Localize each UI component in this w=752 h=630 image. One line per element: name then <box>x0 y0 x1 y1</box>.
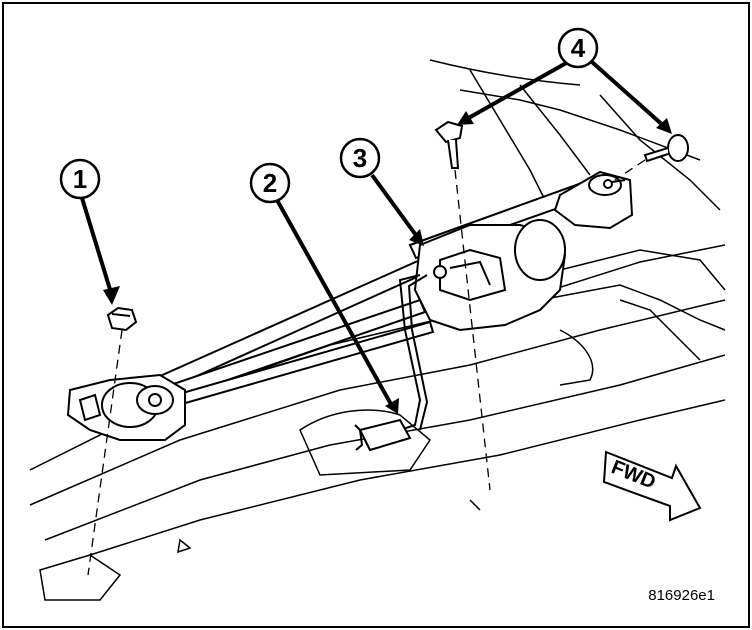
callout-1: 1 <box>59 158 101 200</box>
bolt-right-callout-4 <box>643 134 689 163</box>
bolt-left-callout-4 <box>434 120 464 169</box>
nut-callout-1 <box>106 306 138 332</box>
callout-circle <box>339 137 381 179</box>
wiring-connector <box>354 274 429 452</box>
callout-leaders <box>80 60 668 407</box>
wiper-motor <box>413 219 567 332</box>
callout-3: 3 <box>339 137 381 179</box>
left-wiper-pivot <box>66 373 186 441</box>
callout-label: 3 <box>353 143 367 173</box>
callout-circle <box>557 27 599 69</box>
callout-label: 4 <box>571 33 586 63</box>
callout-label: 1 <box>73 164 87 194</box>
fwd-arrow-icon <box>602 450 702 522</box>
callout-arrowheads <box>103 111 672 414</box>
callout-2: 2 <box>249 162 291 204</box>
forward-direction-arrow: FWD <box>602 450 702 522</box>
callout-label: 2 <box>263 168 277 198</box>
callout-4: 4 <box>557 27 599 69</box>
callout-circle <box>249 162 291 204</box>
install-center-lines <box>87 159 646 576</box>
callout-circle <box>59 158 101 200</box>
right-wiper-pivot <box>553 170 634 230</box>
figure-id: 816926e1 <box>648 587 715 604</box>
